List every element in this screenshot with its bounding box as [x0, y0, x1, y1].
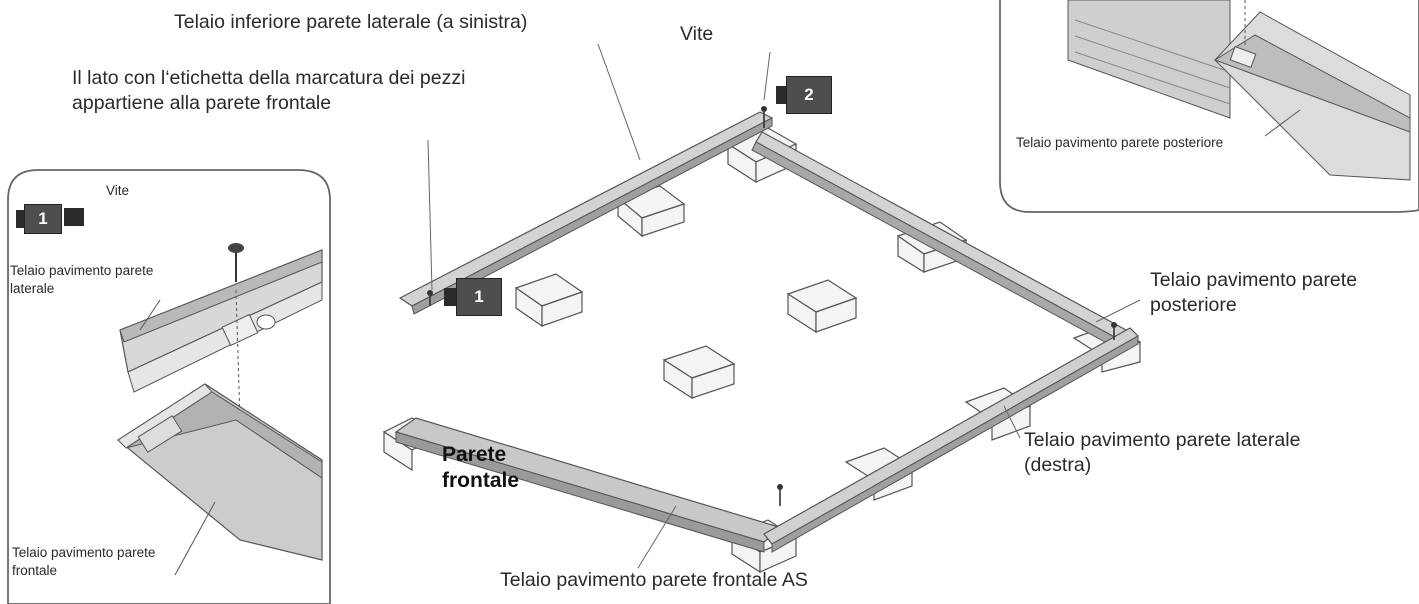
label-rear-frame-line1: Telaio pavimento parete	[1150, 269, 1358, 291]
step-badge-2: 2	[786, 76, 832, 114]
label-front-wall-line1: Parete	[442, 443, 507, 466]
label-side-right-line1: Telaio pavimento parete laterale	[1024, 429, 1301, 451]
label-front-wall: Parete frontale	[442, 442, 519, 495]
label-marking: Il lato con l‘etichetta della marcatura …	[72, 66, 465, 117]
step-badge-cap	[64, 208, 84, 226]
step-badge-cap	[776, 86, 788, 104]
step-badge-1: 1	[456, 278, 502, 316]
label-rear-frame: Telaio pavimento parete posteriore	[1150, 268, 1357, 319]
label-marking-line1: Il lato con l‘etichetta della marcatura …	[72, 67, 466, 89]
label-marking-line2: appartiene alla parete frontale	[72, 92, 332, 115]
right-inset-rear-frame-label: Telaio pavimento parete posteriore	[1016, 134, 1224, 152]
label-side-right-line2: (destra)	[1024, 454, 1092, 477]
left-inset-front-frame-line2: frontale	[12, 562, 58, 578]
label-rear-frame-line2: posteriore	[1150, 294, 1237, 317]
step-badge-cap	[444, 288, 456, 306]
floor-frame-main	[382, 43, 1142, 574]
left-inset-screw-label: Vite	[106, 183, 130, 198]
left-inset-drawing	[7, 169, 331, 604]
label-top-left-frame: Telaio inferiore parete laterale (a sini…	[174, 11, 528, 33]
left-inset-side-frame-label: Telaio pavimento parete laterale	[10, 262, 154, 298]
right-inset-drawing	[999, 0, 1419, 213]
left-inset-side-frame-line2: laterale	[10, 280, 55, 296]
left-inset-front-frame-label: Telaio pavimento parete frontale	[12, 544, 156, 580]
label-side-right: Telaio pavimento parete laterale (destra…	[1024, 428, 1300, 479]
label-front-frame-as: Telaio pavimento parete frontale AS	[500, 569, 808, 591]
left-inset-front-frame-line1: Telaio pavimento parete	[12, 545, 156, 560]
left-inset-side-frame-line1: Telaio pavimento parete	[10, 263, 154, 278]
label-screw-top: Vite	[680, 23, 714, 45]
label-front-wall-line2: frontale	[442, 469, 520, 493]
left-inset-step-badge: 1	[24, 204, 62, 234]
